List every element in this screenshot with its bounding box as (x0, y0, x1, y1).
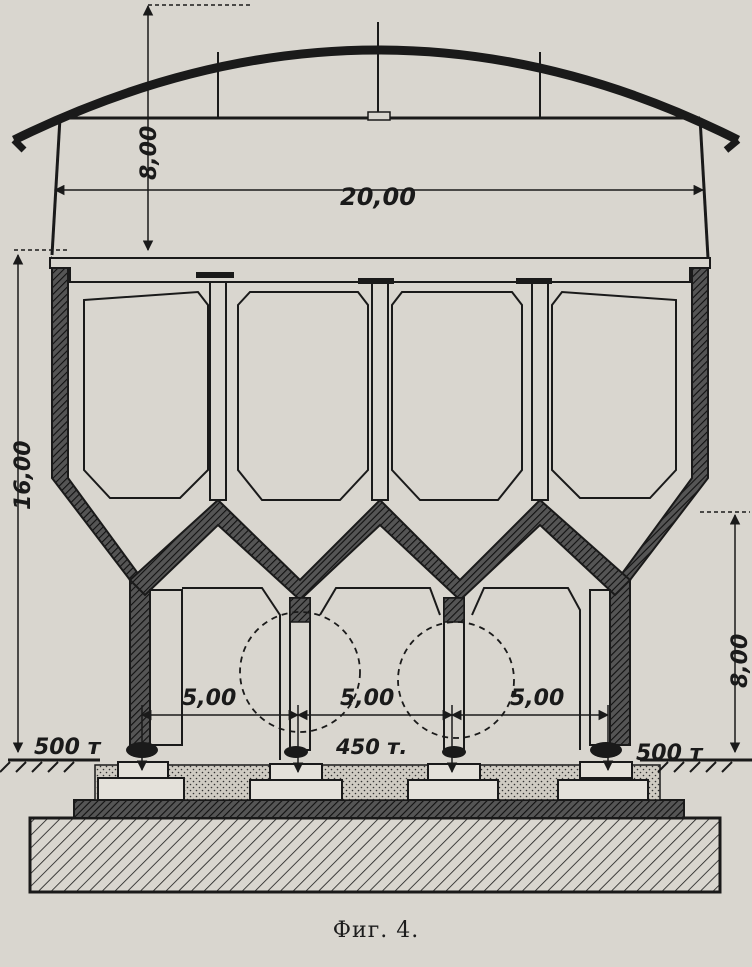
load-outer-right-label: 500 т (636, 741, 704, 766)
load-outer-left-label: 500 т (34, 735, 102, 760)
roof (11, 22, 741, 259)
foundation (0, 742, 752, 894)
lower-dimension-lines (12, 253, 750, 774)
span-label: 20,00 (340, 183, 416, 211)
spacing-middle-label: 5,00 (340, 686, 394, 711)
spacing-left-label: 5,00 (182, 686, 236, 711)
bunker-height-label: 16,00 (11, 440, 36, 510)
spacing-right-label: 5,00 (510, 686, 564, 711)
column-height-label: 8,00 (728, 634, 752, 688)
roof-height-label: 8,00 (137, 126, 162, 180)
bunker-body (49, 256, 711, 760)
load-inner-label: 450 т. (335, 735, 407, 759)
roof-dimension-lines (14, 4, 705, 252)
figure-caption: Фиг. 4. (332, 918, 420, 943)
